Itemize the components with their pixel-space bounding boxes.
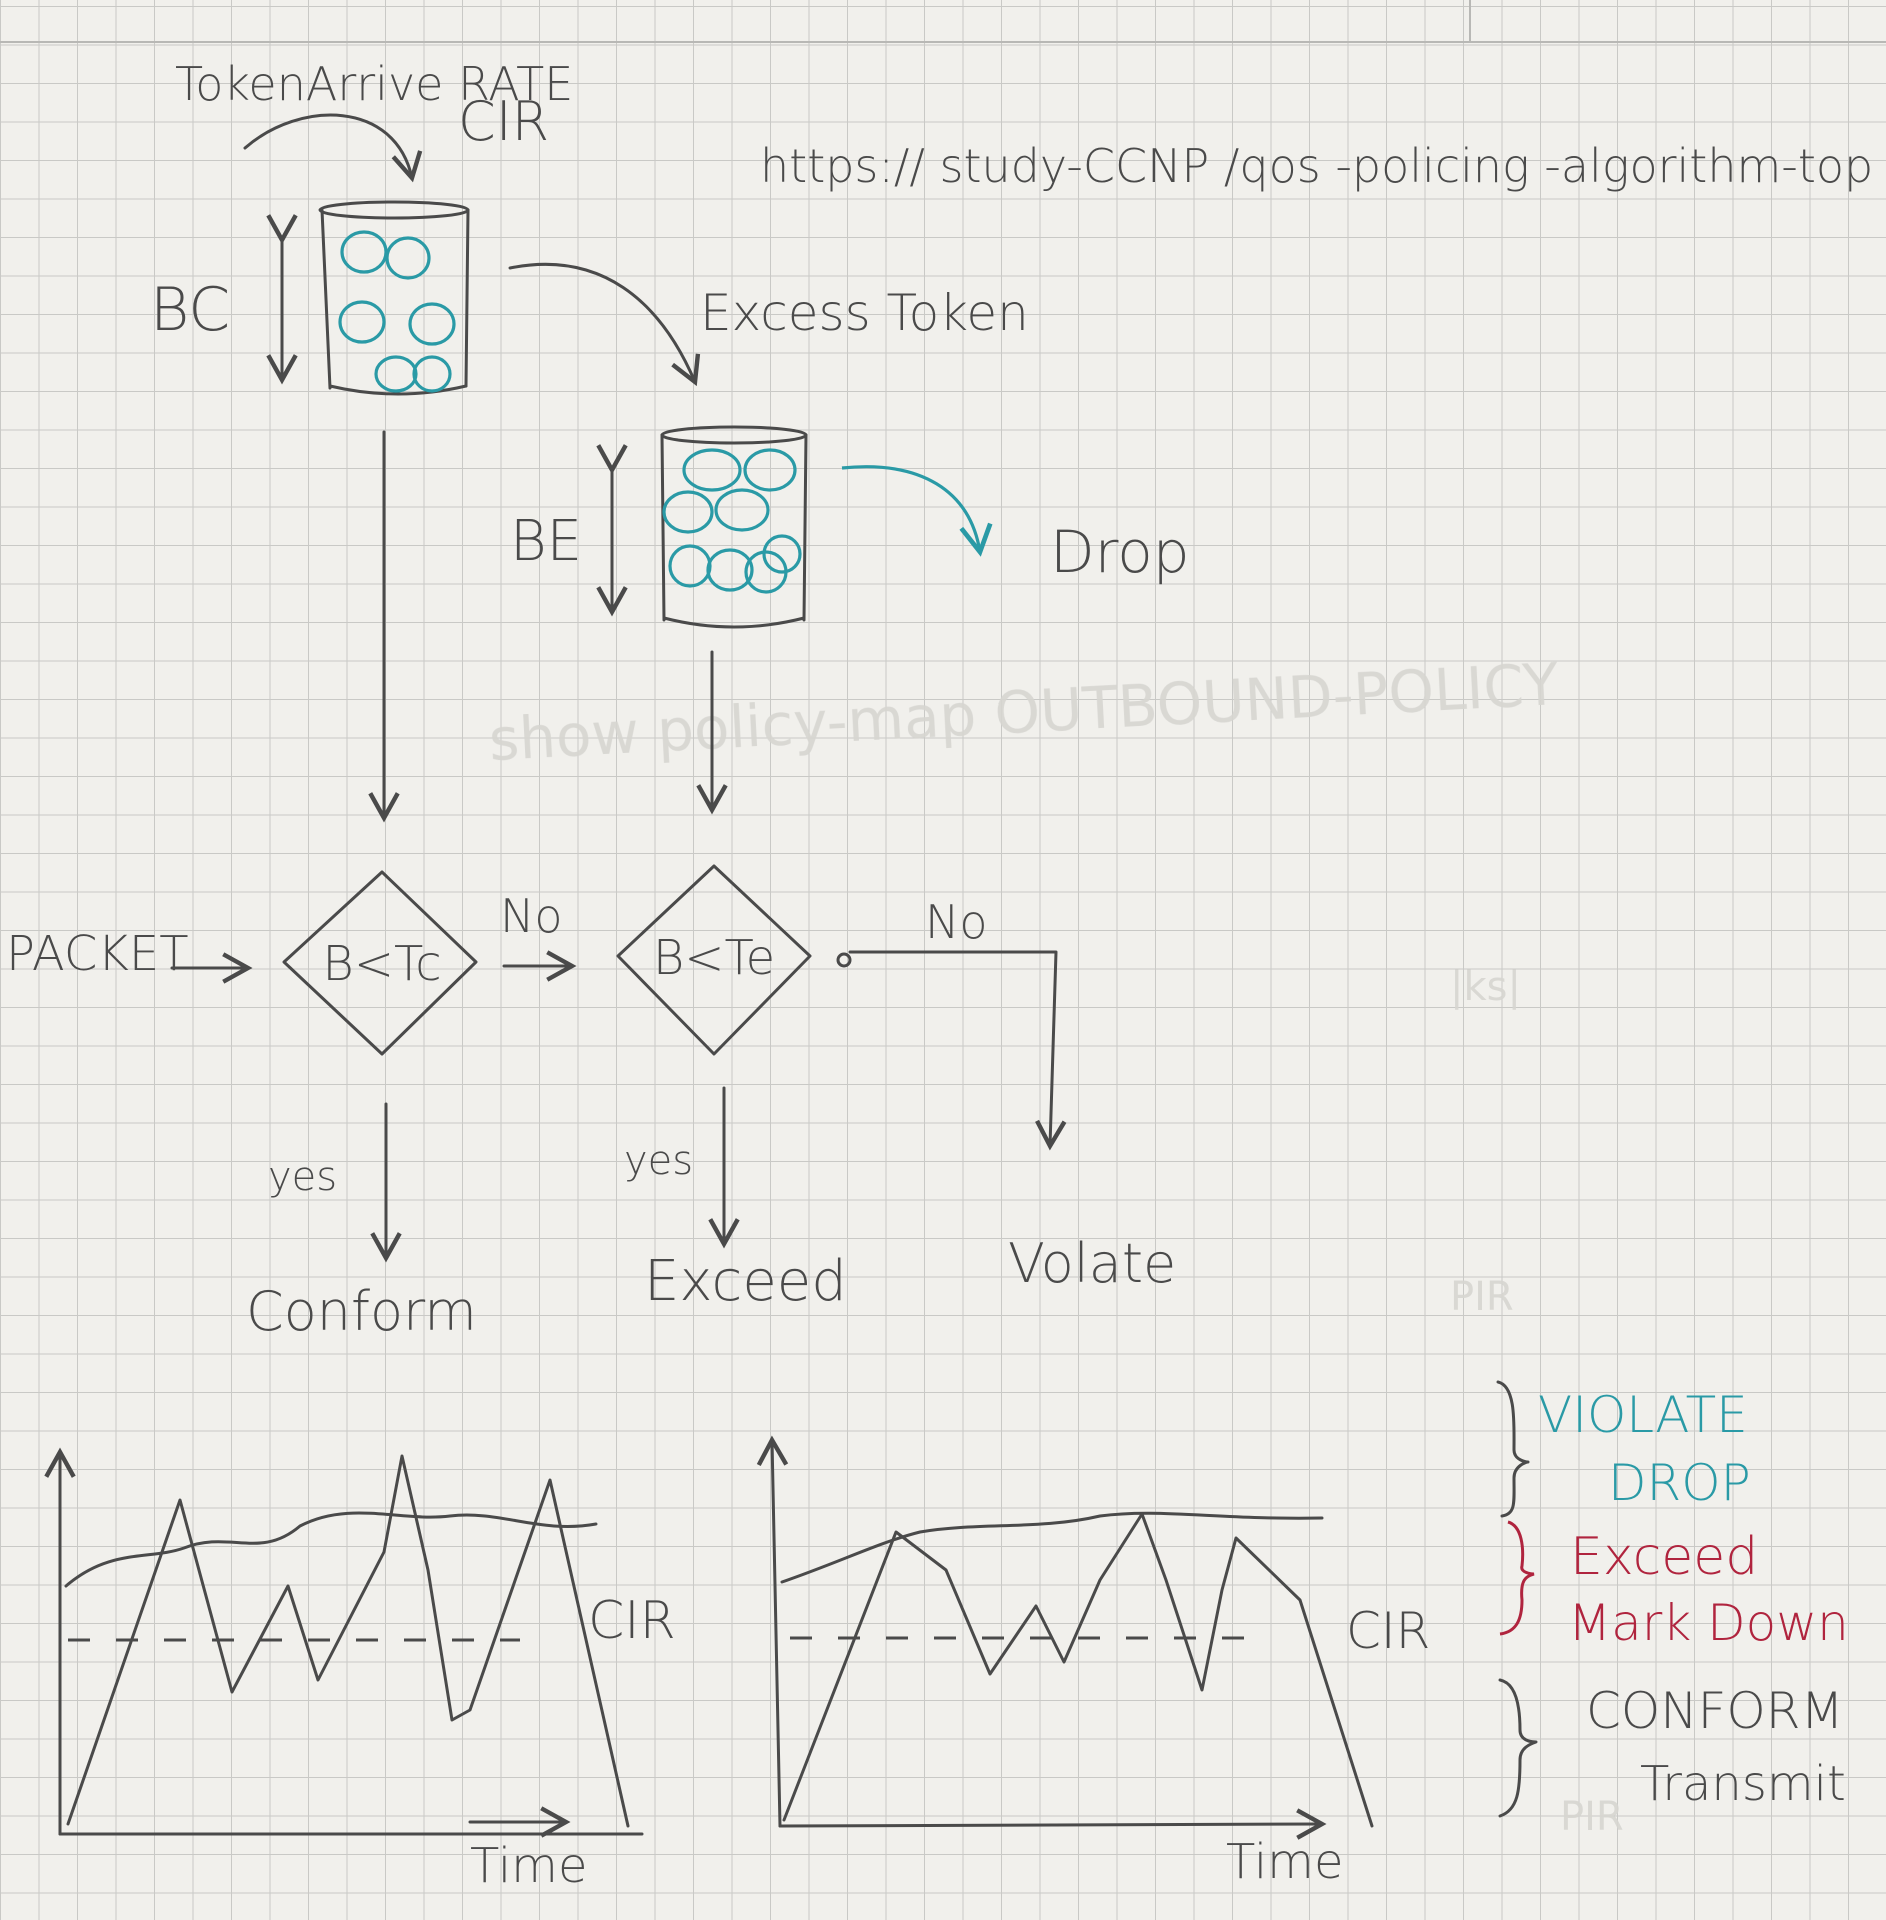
legend-conform-brace	[1498, 1678, 1538, 1818]
drop-arrow	[841, 465, 993, 557]
traffic-chart-1: CIR Time	[44, 1447, 676, 1894]
no-arrow-2	[848, 950, 1067, 1151]
chart1-cir-label: CIR	[588, 1591, 676, 1651]
cir-top-label: CIR	[458, 90, 549, 153]
chart2-traffic-line	[782, 1512, 1374, 1828]
no-label-1: No	[500, 889, 563, 943]
yes-label-1: yes	[268, 1154, 337, 1200]
bc-tokens	[338, 230, 456, 393]
chart2-cir-label: CIR	[1346, 1602, 1430, 1660]
yes-label-2: yes	[624, 1138, 693, 1184]
legend-violate-action: DROP	[1608, 1454, 1751, 1512]
bc-bucket	[318, 200, 470, 396]
decision-te-label: B<Te	[653, 930, 775, 986]
conform-label: Conform	[246, 1280, 477, 1343]
legend-violate: VIOLATE	[1538, 1386, 1748, 1444]
legend-exceed-brace	[1499, 1520, 1535, 1636]
chart2-time-label: Time	[1226, 1834, 1343, 1890]
legend-exceed-action: Mark Down	[1568, 1594, 1849, 1652]
legend-violate-brace	[1496, 1380, 1530, 1518]
decision-te	[616, 864, 812, 1056]
exceed-label: Exceed	[644, 1249, 847, 1314]
junction-dot	[836, 952, 852, 968]
excess-token-arrow	[508, 262, 701, 387]
drop-label: Drop	[1050, 518, 1190, 586]
legend-conform-action: Transmit	[1640, 1756, 1846, 1812]
svg-text:|ks|: |ks|	[1450, 964, 1521, 1010]
chart1-traffic-line	[66, 1454, 630, 1828]
token-arrive-rate-label: TokenArrive RATE	[175, 57, 573, 111]
legend-conform: CONFORM	[1586, 1682, 1844, 1740]
svg-text:PIR: PIR	[1450, 1274, 1514, 1320]
token-arrival-arrow	[243, 113, 423, 183]
be-tokens	[662, 448, 802, 594]
svg-text:PIR: PIR	[1560, 1794, 1624, 1840]
chart2-y-axis	[756, 1435, 789, 1828]
packet-label: PACKET	[6, 926, 189, 982]
svg-text:show policy-map OUTBOUND-POLIC: show policy-map OUTBOUND-POLICY	[487, 650, 1560, 774]
decision-tc-label: B<Tc	[322, 936, 441, 992]
violate-label: Volate	[1008, 1232, 1176, 1295]
be-label: BE	[510, 509, 582, 574]
chart2-pir-line	[780, 1511, 1324, 1584]
chart1-time-label: Time	[470, 1838, 587, 1894]
bc-label: BC	[150, 275, 230, 345]
decision-tc	[282, 870, 478, 1056]
excess-token-label: Excess Token	[700, 284, 1029, 342]
chart1-pir-line	[64, 1511, 598, 1588]
legend: VIOLATE DROP Exceed Mark Down CONFORM Tr…	[1496, 1380, 1849, 1818]
no-label-2: No	[925, 895, 988, 949]
traffic-chart-2: CIR Time	[756, 1435, 1430, 1890]
reference-url: https:// study-CCNP /qos -policing -algo…	[760, 139, 1873, 193]
legend-exceed: Exceed	[1570, 1527, 1758, 1587]
chart2-x-axis	[778, 1808, 1327, 1840]
be-bucket	[660, 425, 808, 629]
